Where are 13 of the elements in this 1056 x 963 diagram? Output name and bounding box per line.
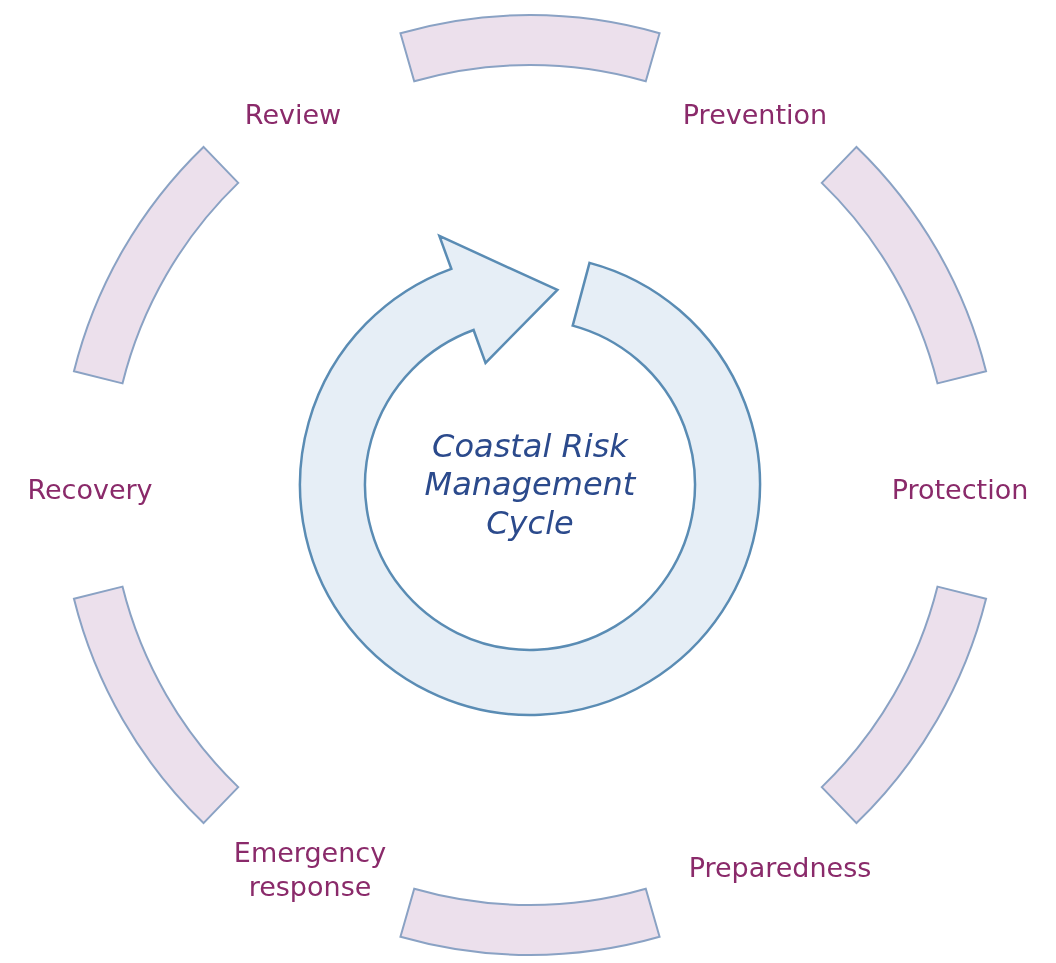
stage-label: Emergency response bbox=[232, 836, 388, 904]
ring-segment bbox=[72, 585, 240, 825]
stage-label: Protection bbox=[890, 473, 1030, 507]
cycle-title: Coastal Risk Management Cycle bbox=[424, 427, 636, 543]
ring-segment bbox=[820, 585, 988, 825]
ring-segment bbox=[399, 14, 661, 83]
stage-label: Recovery bbox=[26, 473, 154, 507]
ring-segment bbox=[820, 145, 988, 385]
ring-segment bbox=[72, 145, 240, 385]
stage-label: Review bbox=[243, 98, 343, 132]
stage-label: Preparedness bbox=[687, 851, 873, 885]
ring-segment bbox=[399, 887, 661, 956]
stage-label: Prevention bbox=[681, 98, 829, 132]
